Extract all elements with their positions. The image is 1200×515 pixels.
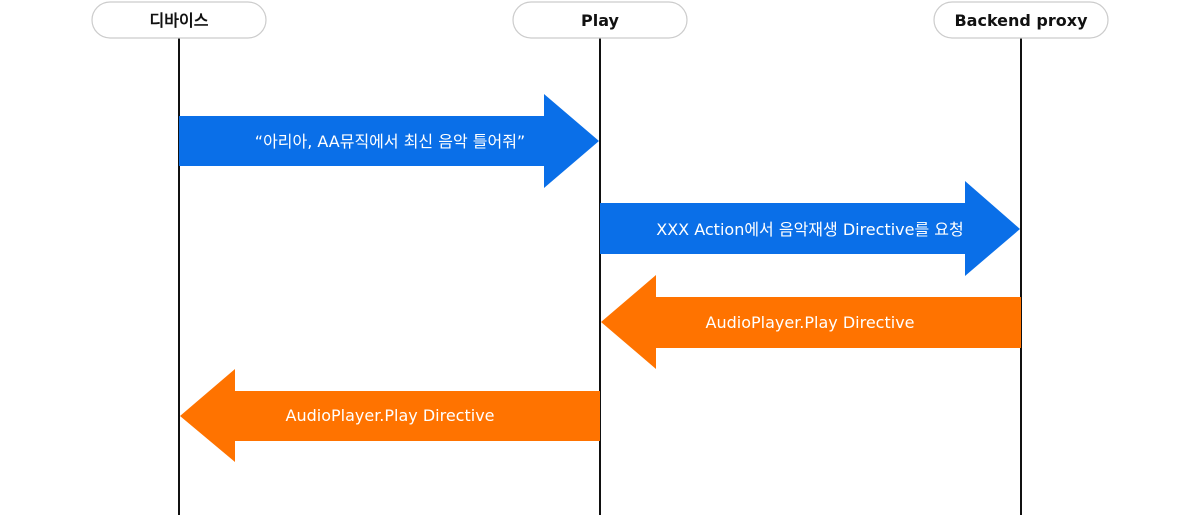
message-arrow-1: “아리아, AA뮤직에서 최신 음악 틀어줘” <box>179 94 599 188</box>
actor-backend-proxy-label: Backend proxy <box>954 11 1088 30</box>
actor-backend-proxy: Backend proxy <box>933 1 1109 39</box>
message-arrow-4: AudioPlayer.Play Directive <box>180 369 600 462</box>
message-arrow-3-shape <box>601 275 1021 369</box>
actor-play-label: Play <box>581 11 620 30</box>
actor-device: 디바이스 <box>91 1 267 39</box>
actor-play: Play <box>512 1 688 39</box>
message-arrow-3-label: AudioPlayer.Play Directive <box>706 313 915 332</box>
message-arrow-4-label: AudioPlayer.Play Directive <box>286 406 495 425</box>
message-arrow-1-shape <box>179 94 599 188</box>
actor-device-label: 디바이스 <box>150 11 209 30</box>
message-arrow-3: AudioPlayer.Play Directive <box>601 275 1021 369</box>
message-arrow-2-shape <box>600 181 1020 276</box>
message-arrow-1-label: “아리아, AA뮤직에서 최신 음악 틀어줘” <box>255 132 525 151</box>
message-arrow-2-label: XXX Action에서 음악재생 Directive를 요청 <box>656 220 963 239</box>
message-arrow-2: XXX Action에서 음악재생 Directive를 요청 <box>600 181 1020 276</box>
message-arrow-4-shape <box>180 369 600 462</box>
